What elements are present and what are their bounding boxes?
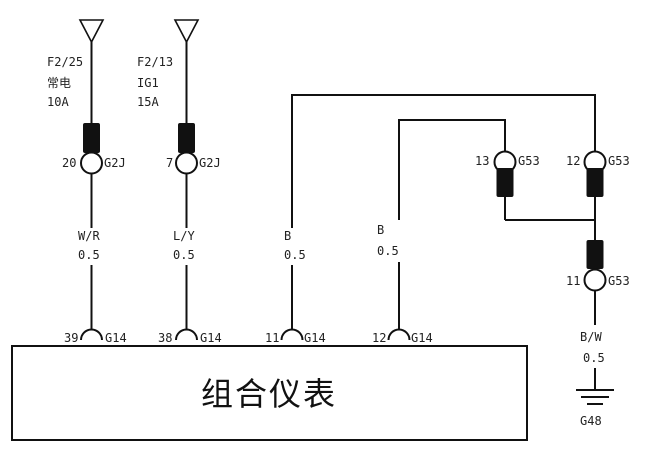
ground-label: G48 <box>580 414 602 428</box>
g14-label-38: G14 <box>200 331 222 345</box>
g53-block-12 <box>586 168 604 197</box>
g53-pin-11: 11 <box>566 274 580 288</box>
g53-pin-13: 13 <box>475 154 489 168</box>
wire4-gauge: 0.5 <box>377 244 399 258</box>
g14-pin-39: 39 <box>64 331 78 345</box>
g14-pin-38: 38 <box>158 331 172 345</box>
power-source-symbol-1 <box>78 19 105 44</box>
g14-label-12: G14 <box>411 331 433 345</box>
source1-line1: F2/25 <box>47 55 83 69</box>
connector-g53-11b <box>583 279 607 292</box>
source2-line2: IG1 <box>137 76 159 90</box>
source2-line1: F2/13 <box>137 55 173 69</box>
connector-g2j-1 <box>80 151 103 164</box>
wire2-gauge: 0.5 <box>173 248 195 262</box>
g14-pin-12: 12 <box>372 331 386 345</box>
connector-g2j-1b <box>80 162 103 175</box>
wire3-color: B <box>284 229 291 243</box>
g2j-pin-7: 7 <box>166 156 173 170</box>
g2j-pin-1: 20 <box>62 156 76 170</box>
source1-line2: 常电 <box>47 76 71 90</box>
ground-wire-gauge: 0.5 <box>583 351 605 365</box>
module-name: 组合仪表 <box>201 375 337 413</box>
g14-pin-11: 11 <box>265 331 279 345</box>
wire2-color: L/Y <box>173 229 195 243</box>
connector-g53-13 <box>493 150 517 163</box>
g14-label-11: G14 <box>304 331 326 345</box>
wire1-color: W/R <box>78 229 100 243</box>
connector-g2j-7 <box>175 151 198 164</box>
ground-icon <box>576 389 614 405</box>
fuse-1 <box>83 123 100 153</box>
g53-pin-12: 12 <box>566 154 580 168</box>
instrument-cluster-box <box>11 345 528 441</box>
connector-g14-39 <box>80 328 103 341</box>
source1-line3: 10A <box>47 95 69 109</box>
g53-block-13 <box>496 168 514 197</box>
g14-label-39: G14 <box>105 331 127 345</box>
wire4-color: B <box>377 223 384 237</box>
g53-label-12: G53 <box>608 154 630 168</box>
ground-wire-color: B/W <box>580 330 602 344</box>
connector-g14-12 <box>387 328 411 341</box>
connector-g53-11 <box>583 268 607 281</box>
power-source-symbol-2 <box>173 19 200 44</box>
g2j-label-7: G2J <box>199 156 221 170</box>
wire3-upper-route <box>291 94 596 228</box>
g2j-label-1: G2J <box>104 156 126 170</box>
connector-g2j-7b <box>175 162 198 175</box>
connector-g53-12 <box>583 150 607 163</box>
source2-line3: 15A <box>137 95 159 109</box>
connector-g14-38 <box>175 328 198 341</box>
wire4-upper-route <box>398 119 506 220</box>
g53-label-11: G53 <box>608 274 630 288</box>
g53-block-11 <box>586 240 604 269</box>
g53-label-13: G53 <box>518 154 540 168</box>
fuse-2 <box>178 123 195 153</box>
wire3-gauge: 0.5 <box>284 248 306 262</box>
connector-g14-11 <box>280 328 304 341</box>
wire1-gauge: 0.5 <box>78 248 100 262</box>
